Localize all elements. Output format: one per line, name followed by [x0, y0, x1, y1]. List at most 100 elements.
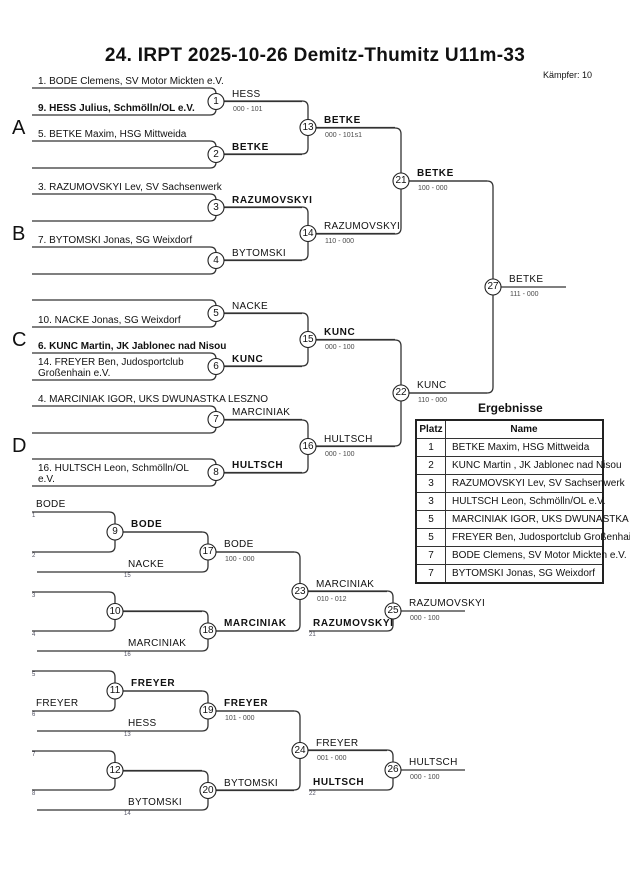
result-place: 2 [415, 456, 446, 475]
bracket-match-m22 [308, 339, 402, 447]
match-number-circle [199, 543, 217, 561]
entry-name: 4. MARCINIAK IGOR, UKS DWUNASTKA LESZNO [38, 394, 269, 405]
match-winner-label: RAZUMOVSKYI [324, 220, 401, 232]
match-score: 110 - 000 [325, 237, 355, 245]
pool-letter: D [12, 435, 27, 457]
match-number-circle [106, 682, 124, 700]
bracket-match-m12 [32, 750, 116, 791]
result-place: 5 [415, 528, 446, 547]
result-name: MARCINIAK IGOR, UKS DWUNASTKA LESZNO [445, 510, 630, 529]
match-number: 13 [302, 121, 314, 133]
match-number-circle [207, 92, 225, 111]
entry-name: 6. KUNC Martin [38, 341, 111, 352]
source-match-ref: 7 [32, 752, 36, 758]
match-number: 19 [202, 705, 214, 716]
pool-letter: B [12, 223, 26, 245]
repechage-entry-label: NACKE [128, 559, 164, 570]
match-number: 15 [302, 333, 314, 345]
match-score: 000 - 100 [325, 343, 355, 351]
entry-club: , JK Jablonec nad Nisou [110, 341, 227, 352]
match-winner-label: KUNC [417, 380, 447, 391]
result-name: BODE Clemens, SV Motor Mickten e.V. [445, 546, 627, 565]
match-number: 2 [213, 148, 219, 160]
match-winner-label: FREYER [131, 678, 176, 689]
bracket-match-m7 [32, 405, 217, 434]
match-number-circle [384, 602, 402, 620]
entry-name: 10. NACKE Jonas, SG Weixdorf [38, 315, 181, 326]
entry-label: 5. BETKE Maxim, HSG Mittweida [38, 129, 186, 140]
match-number: 18 [202, 625, 214, 636]
match-number: 22 [395, 387, 407, 398]
result-name: BETKE Maxim, HSG Mittweida [445, 438, 604, 457]
match-winner-label: MARCINIAK [316, 578, 375, 590]
results-title: Ergebnisse [478, 401, 543, 415]
page-title: 24. IRPT 2025-10-26 Demitz-Thumitz U11m-… [104, 45, 526, 66]
bracket-match-m27 [401, 180, 494, 394]
match-score: 110 - 000 [418, 397, 448, 404]
match-number-circle [299, 224, 317, 243]
match-number: 7 [213, 413, 219, 425]
entry-name: 1. BODE Clemens, SV Motor Mickten e.V. [38, 76, 224, 87]
entry-label: 7. BYTOMSKI Jonas, SG Weixdorf [38, 235, 192, 246]
source-match-ref: 15 [124, 573, 131, 579]
match-number-circle [484, 278, 502, 296]
match-number: 6 [213, 360, 219, 372]
match-number-circle [199, 702, 217, 720]
source-match-ref: 8 [32, 791, 36, 797]
match-winner-label: KUNC [232, 353, 264, 365]
repechage-entry-label: HESS [128, 718, 157, 729]
match-winner-label: NACKE [232, 300, 268, 312]
match-number: 1 [213, 95, 219, 107]
result-name: BYTOMSKI Jonas, SG Weixdorf [445, 564, 604, 584]
match-number: 3 [213, 201, 219, 213]
match-winner-label: HESS [232, 88, 261, 100]
match-number: 9 [112, 526, 118, 537]
match-number-circle [207, 304, 225, 323]
match-number-circle [106, 523, 124, 541]
result-name: RAZUMOVSKYI Lev, SV Sachsenwerk [445, 474, 625, 493]
bracket-match-m4 [32, 246, 217, 275]
source-match-ref: 13 [124, 732, 131, 738]
match-number: 14 [302, 227, 314, 239]
match-score: 100 - 000 [225, 556, 255, 563]
source-match-ref: 3 [32, 593, 36, 599]
entry-label: 4. MARCINIAK IGOR, UKS DWUNASTKA LESZNO [38, 394, 268, 405]
match-winner-label: RAZUMOVSKYI [409, 598, 486, 609]
match-score: 010 - 012 [317, 595, 347, 603]
repechage-entry-label: FREYER [36, 698, 79, 709]
match-number-circle [207, 145, 225, 164]
bracket-match-m21 [308, 127, 402, 235]
column-header-place: Platz [415, 419, 446, 439]
repechage-entry-label: HULTSCH [313, 777, 365, 788]
match-winner-label: BYTOMSKI [224, 777, 278, 789]
match-number-circle [106, 602, 124, 621]
entry-label: 14. FREYER Ben, Judosportclub Großenhain… [38, 357, 204, 379]
entry-label: 10. NACKE Jonas, SG Weixdorf [38, 315, 181, 326]
result-place: 1 [415, 438, 446, 457]
match-score: 000 - 100 [410, 774, 440, 781]
match-score: 100 - 000 [418, 185, 448, 192]
result-place: 5 [415, 510, 446, 529]
match-number: 12 [109, 764, 121, 776]
match-winner-label: BETKE [324, 114, 361, 126]
match-winner-label: BODE [131, 519, 163, 530]
pool-letter: C [12, 329, 27, 351]
match-score: 001 - 000 [317, 754, 347, 762]
match-number-circle [291, 741, 309, 760]
pool-letter: A [12, 117, 26, 139]
match-number-circle [207, 463, 225, 482]
match-number-circle [392, 172, 410, 190]
result-place: 7 [415, 564, 446, 584]
match-number: 26 [387, 764, 399, 775]
result-place: 3 [415, 492, 446, 511]
match-number: 10 [109, 605, 121, 617]
match-winner-label: FREYER [224, 698, 269, 709]
match-number-circle [291, 582, 309, 601]
match-winner-label: KUNC [324, 326, 356, 338]
result-name: KUNC Martin , JK Jablonec nad Nisou [445, 456, 622, 475]
match-winner-label: MARCINIAK [232, 406, 291, 418]
